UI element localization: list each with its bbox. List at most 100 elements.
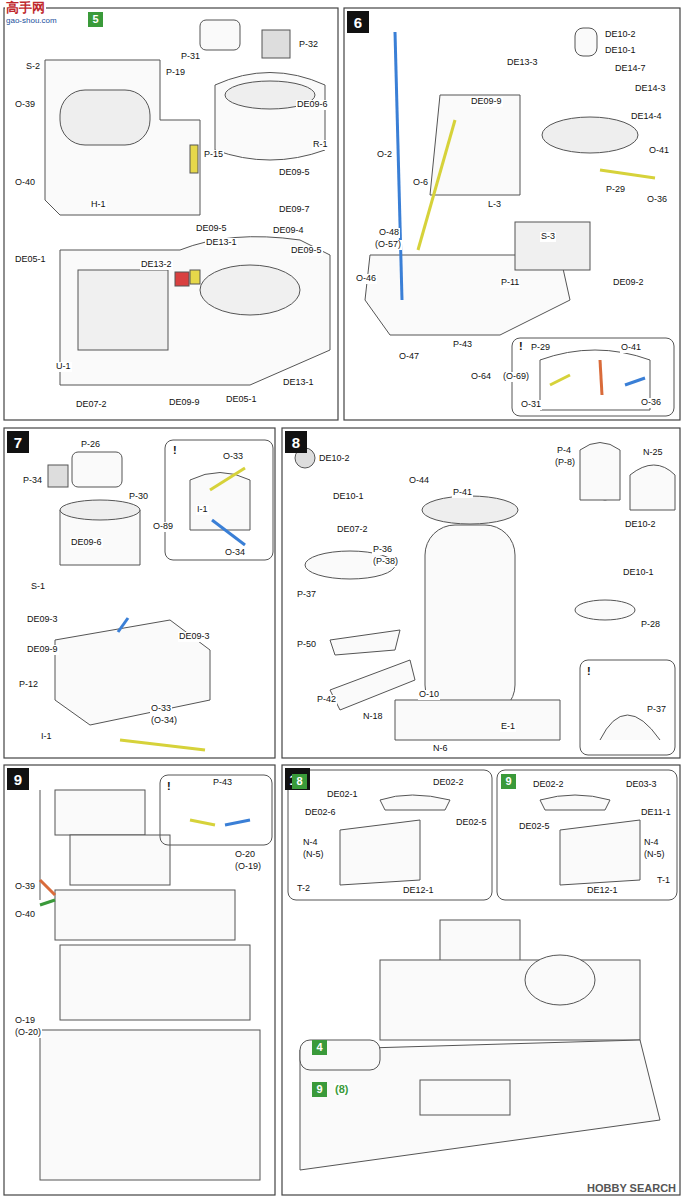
part-number: DE05-1 xyxy=(225,395,258,405)
part-number: DE09-4 xyxy=(272,226,305,236)
part-number: DE09-7 xyxy=(278,205,311,215)
step-number: 6 xyxy=(354,15,362,30)
part-number: (P-8) xyxy=(554,458,576,468)
part-number: O-39 xyxy=(14,882,36,892)
part-number: (N-5) xyxy=(302,850,325,860)
part-number: DE02-5 xyxy=(455,818,488,828)
step-number: 7 xyxy=(14,435,22,450)
part-number: P-19 xyxy=(165,68,186,78)
part-number: P-41 xyxy=(452,488,473,498)
part-number: I-1 xyxy=(40,732,53,742)
part-number: P-42 xyxy=(316,695,337,705)
part-number: (O-34) xyxy=(150,716,178,726)
part-number: DE07-2 xyxy=(75,400,108,410)
step-number: 9 xyxy=(14,772,22,787)
part-number: DE09-6 xyxy=(70,538,103,548)
part-number: P-29 xyxy=(530,343,551,353)
step-reference: (8) xyxy=(334,1083,349,1095)
part-number: P-26 xyxy=(80,440,101,450)
part-number: S-1 xyxy=(30,582,46,592)
part-number: DE02-1 xyxy=(326,790,359,800)
part-drawings xyxy=(295,443,675,756)
part-number: O-10 xyxy=(418,690,440,700)
highlighted-parts xyxy=(395,32,655,395)
highlighted-parts xyxy=(118,468,245,750)
step-reference-box: 5 xyxy=(88,12,103,27)
part-number: DE10-2 xyxy=(624,520,657,530)
attention-mark: ! xyxy=(172,444,178,456)
part-number: N-6 xyxy=(432,744,449,754)
part-number: DE11-1 xyxy=(640,808,672,818)
part-number: S-2 xyxy=(25,62,41,72)
part-number: N-4 xyxy=(302,838,319,848)
part-number: DE13-1 xyxy=(205,238,238,248)
part-number: DE02-6 xyxy=(304,808,337,818)
part-number: DE10-2 xyxy=(318,454,351,464)
part-number: (O-69) xyxy=(502,372,530,382)
part-number: DE03-3 xyxy=(625,780,658,790)
part-number: (N-5) xyxy=(643,850,666,860)
attention-mark: ! xyxy=(518,340,524,352)
part-number: DE10-1 xyxy=(604,46,637,56)
part-number: DE02-5 xyxy=(518,822,551,832)
part-number: O-41 xyxy=(620,343,642,353)
part-number: DE10-1 xyxy=(332,492,365,502)
part-number: P-34 xyxy=(22,476,43,486)
part-number: T-1 xyxy=(656,876,671,886)
watermark: HOBBY SEARCH xyxy=(586,1182,677,1194)
part-number: DE12-1 xyxy=(402,886,435,896)
part-number: DE14-7 xyxy=(614,64,647,74)
part-number: P-37 xyxy=(646,705,667,715)
attention-mark: ! xyxy=(166,780,172,792)
part-drawings xyxy=(45,20,330,385)
step-reference-box: 9 xyxy=(312,1082,327,1097)
part-number: P-12 xyxy=(18,680,39,690)
step-number: 9 xyxy=(505,776,511,787)
part-number: O-31 xyxy=(520,400,542,410)
part-number: O-36 xyxy=(646,195,668,205)
highlighted-parts xyxy=(40,820,250,905)
step-number-box: 8 xyxy=(285,431,307,453)
part-number: P-43 xyxy=(452,340,473,350)
part-number: DE09-3 xyxy=(26,615,59,625)
watermark: 高手网 xyxy=(5,1,46,15)
part-number: O-46 xyxy=(355,274,377,284)
part-number: DE09-9 xyxy=(26,645,59,655)
part-number: N-4 xyxy=(643,838,660,848)
part-number: E-1 xyxy=(500,722,516,732)
part-number: P-11 xyxy=(500,278,520,288)
step-reference-box: 9 xyxy=(501,774,516,789)
step-number: 4 xyxy=(316,1042,322,1053)
watermark: gao-shou.com xyxy=(5,17,58,26)
part-number: O-40 xyxy=(14,178,36,188)
part-number: DE09-6 xyxy=(296,100,329,110)
part-number: DE02-2 xyxy=(432,778,465,788)
part-number: DE09-9 xyxy=(470,97,503,107)
part-number: P-28 xyxy=(640,620,661,630)
part-number: L-3 xyxy=(487,200,502,210)
part-number: DE07-2 xyxy=(336,525,369,535)
part-number: P-31 xyxy=(180,52,201,62)
part-drawings xyxy=(365,28,674,416)
part-number: DE09-9 xyxy=(168,398,201,408)
part-number: O-19 xyxy=(14,1016,36,1026)
step-number: 5 xyxy=(92,14,98,25)
part-number: P-15 xyxy=(203,150,224,160)
part-number: (O-20) xyxy=(14,1028,42,1038)
part-number: DE09-5 xyxy=(278,168,311,178)
part-number: DE09-5 xyxy=(290,246,323,256)
part-number: O-39 xyxy=(14,100,36,110)
step-number: 9 xyxy=(316,1084,322,1095)
part-number: S-3 xyxy=(540,232,556,242)
part-number: O-6 xyxy=(412,178,429,188)
part-number: N-18 xyxy=(362,712,384,722)
step-number-box: 7 xyxy=(7,431,29,453)
part-number: P-4 xyxy=(556,446,572,456)
part-number: DE13-2 xyxy=(140,260,173,270)
part-number: P-37 xyxy=(296,590,317,600)
part-number: R-1 xyxy=(312,140,329,150)
part-number: DE14-4 xyxy=(630,112,663,122)
part-number: O-33 xyxy=(150,704,172,714)
attention-mark: ! xyxy=(586,665,592,677)
